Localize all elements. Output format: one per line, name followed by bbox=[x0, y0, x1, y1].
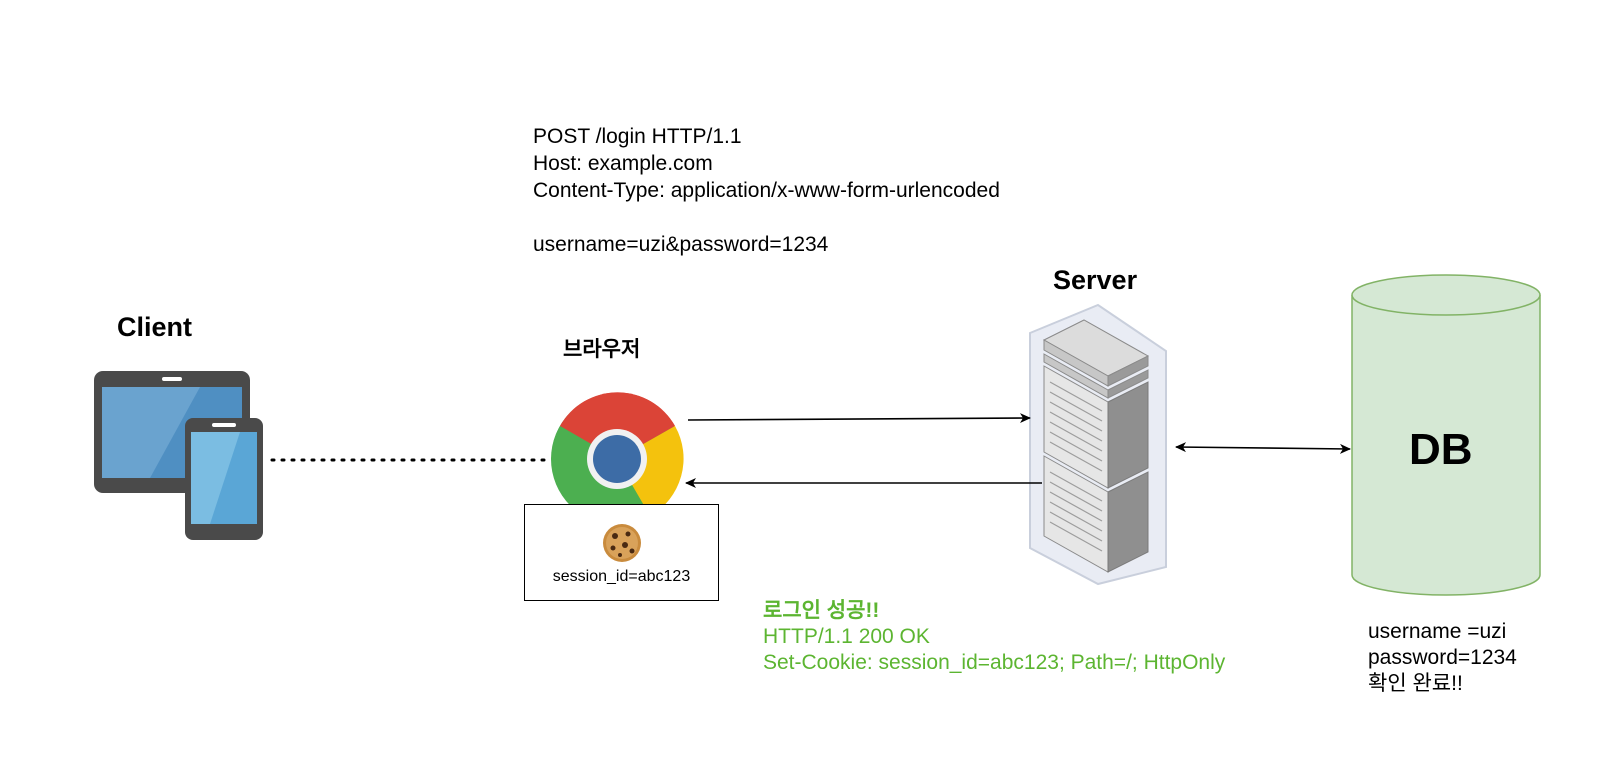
db-note-line: 확인 완료!! bbox=[1368, 672, 1463, 695]
db-note-line: password=1234 bbox=[1368, 646, 1517, 669]
request-line bbox=[533, 204, 1000, 231]
tablet-and-phone-icon bbox=[94, 371, 263, 540]
cookie-value: session_id=abc123 bbox=[552, 568, 691, 585]
request-arrow bbox=[687, 413, 1031, 424]
client-label: Client bbox=[117, 312, 193, 342]
request-line: POST /login HTTP/1.1 bbox=[533, 125, 742, 148]
chrome-icon bbox=[551, 392, 684, 525]
response-line: HTTP/1.1 200 OK bbox=[763, 625, 930, 648]
cookie-store: session_id=abc123 bbox=[524, 504, 719, 601]
db-label: DB bbox=[1409, 425, 1473, 474]
db-notes: username =uzi password=1234 확인 완료!! bbox=[1368, 619, 1517, 697]
response-line: Set-Cookie: session_id=abc123; Path=/; H… bbox=[763, 651, 1226, 674]
request-line: username=uzi&password=1234 bbox=[533, 233, 829, 256]
server-db-arrow bbox=[1175, 442, 1351, 454]
cookie-icon bbox=[603, 524, 641, 562]
response-line: 로그인 성공!! bbox=[763, 599, 880, 622]
http-request-text: POST /login HTTP/1.1 Host: example.com C… bbox=[533, 123, 1000, 258]
request-line: Content-Type: application/x-www-form-url… bbox=[533, 179, 1000, 202]
request-line: Host: example.com bbox=[533, 152, 713, 175]
server-label: Server bbox=[1053, 265, 1138, 295]
server-rack-icon bbox=[1029, 303, 1167, 586]
browser-label: 브라우저 bbox=[563, 338, 641, 361]
db-cylinder bbox=[1351, 274, 1541, 596]
db-note-line: username =uzi bbox=[1368, 620, 1507, 643]
http-response-text: 로그인 성공!! HTTP/1.1 200 OK Set-Cookie: ses… bbox=[763, 598, 1225, 676]
